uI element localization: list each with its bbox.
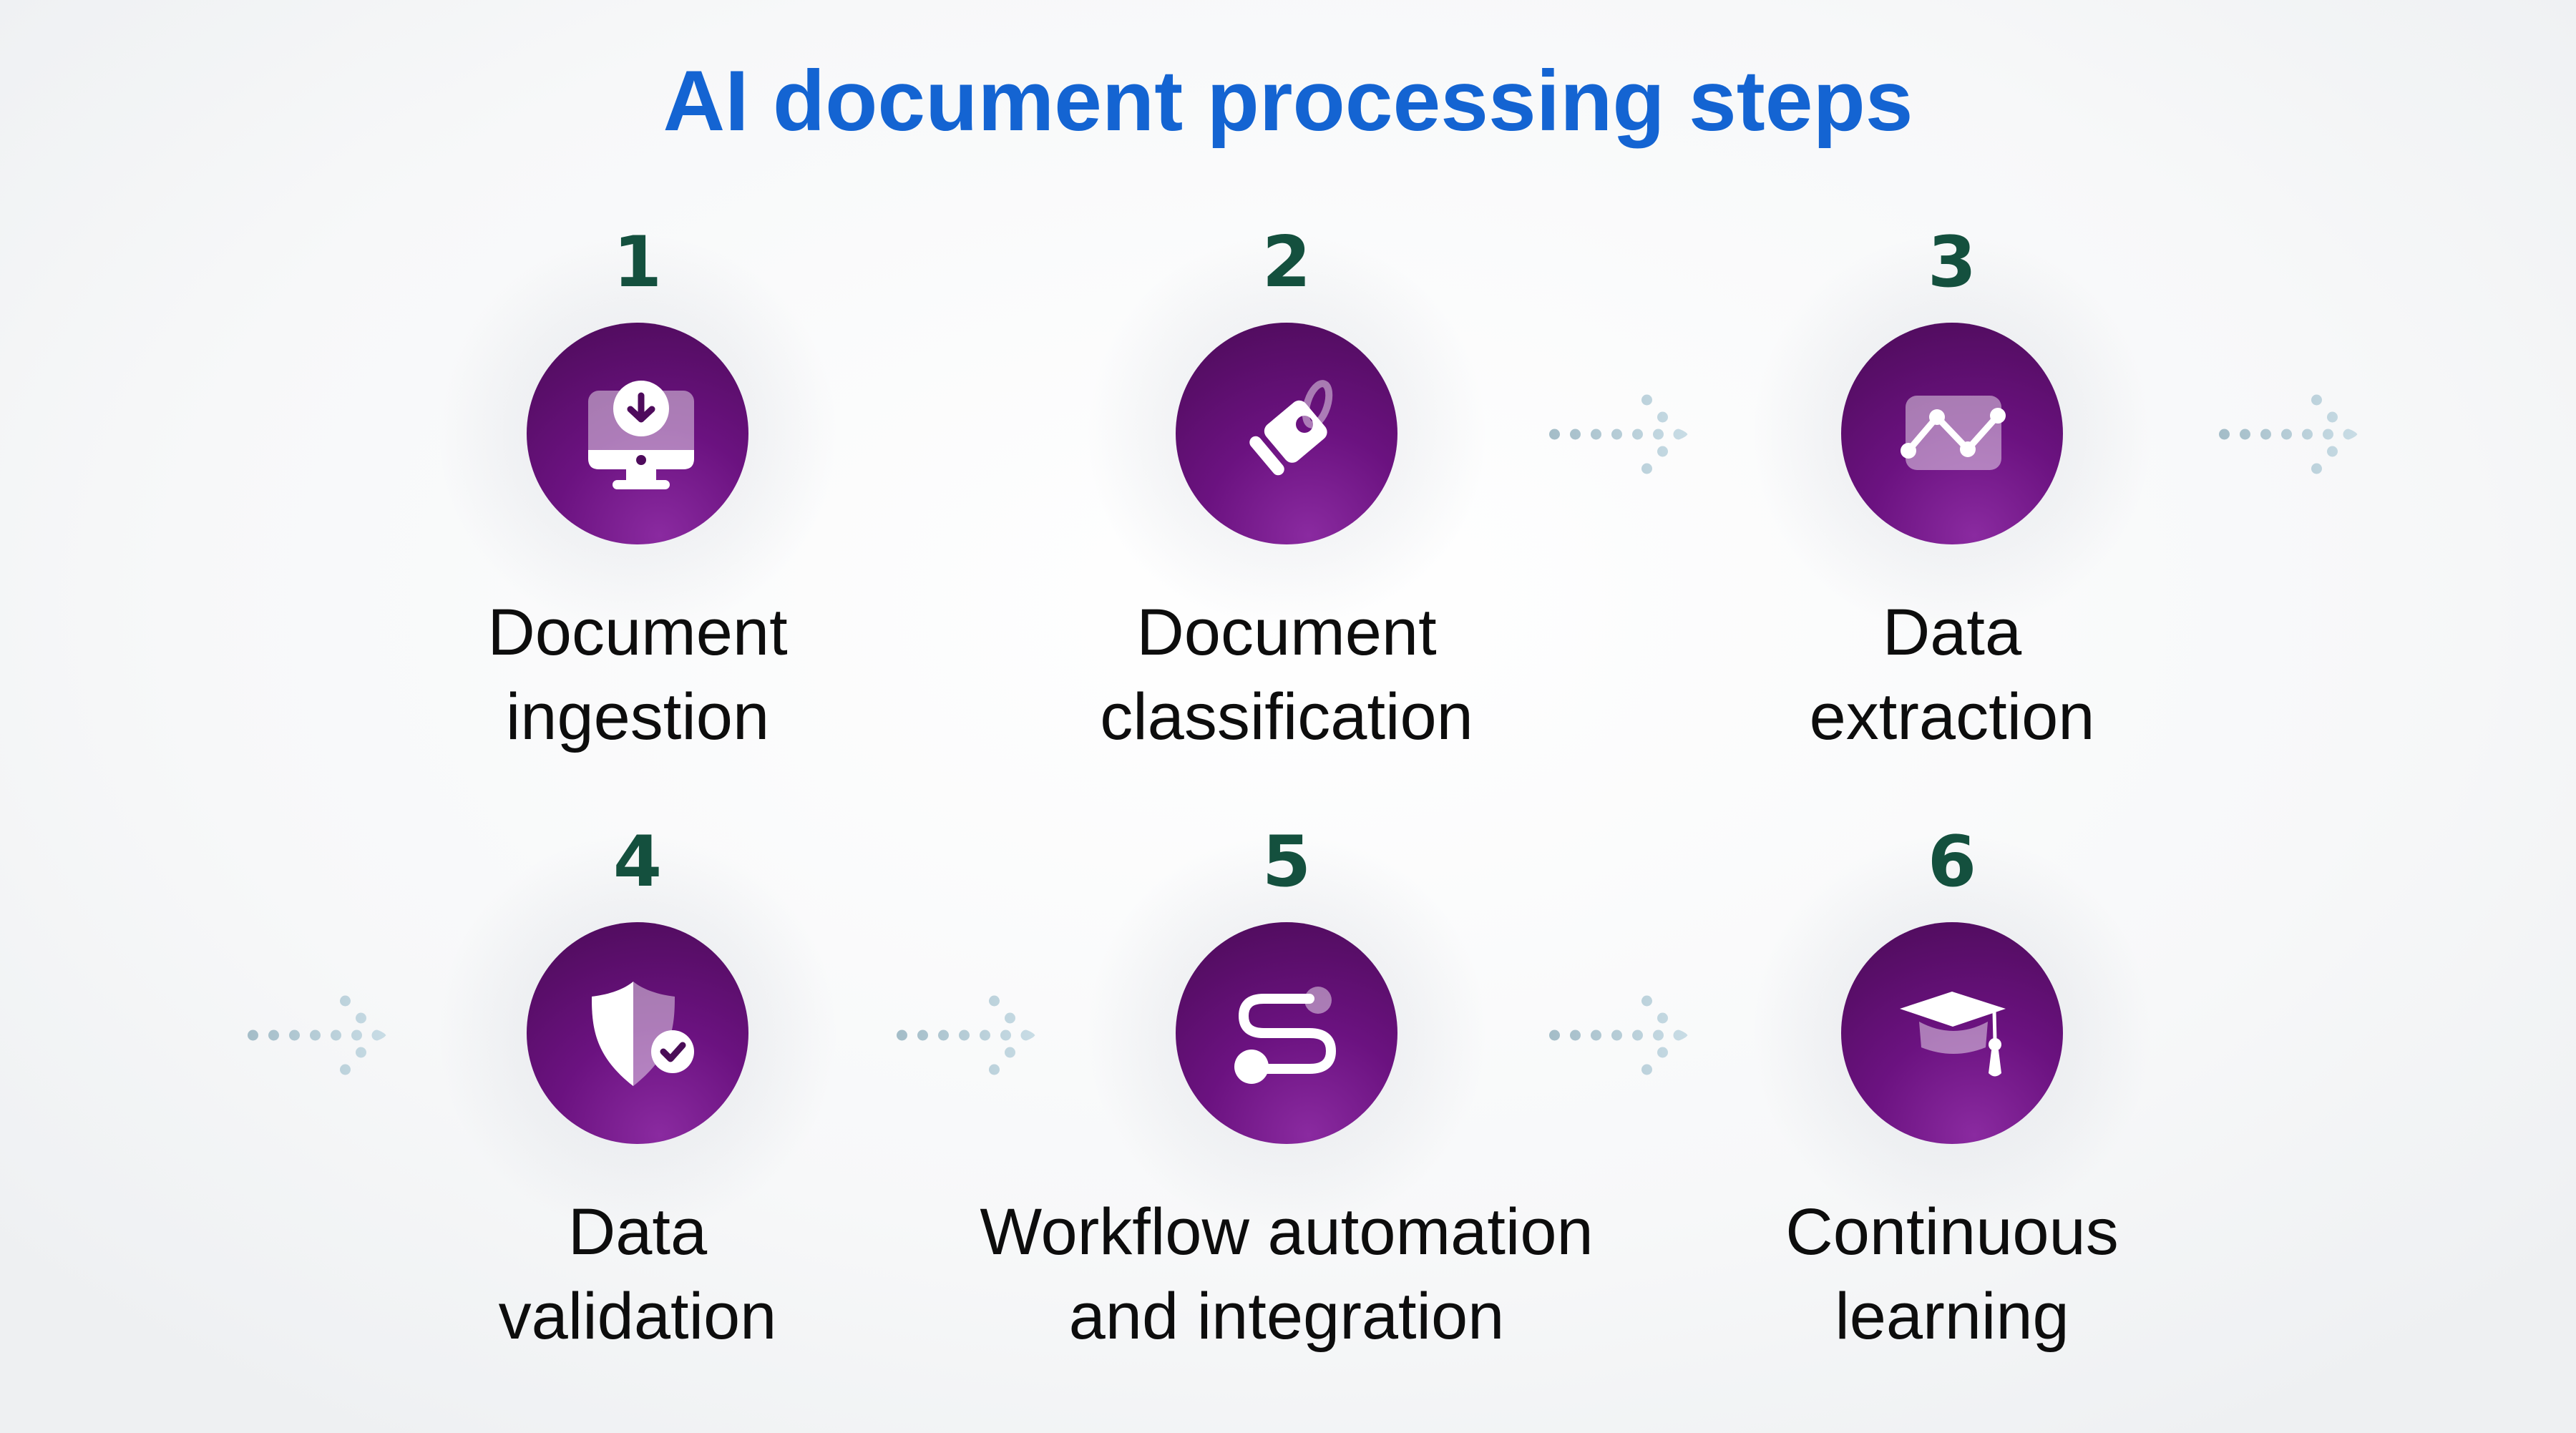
step-number: 3 bbox=[1927, 222, 1977, 303]
arrow-row1-exit bbox=[2219, 394, 2358, 474]
step-icon-circle bbox=[1841, 922, 2063, 1144]
step-icon-circle bbox=[1176, 922, 1397, 1144]
workflow-path-icon bbox=[1234, 987, 1337, 1084]
step-icon-circle bbox=[1176, 323, 1397, 544]
step-icon-circle bbox=[1841, 323, 2063, 544]
step-icon-circle bbox=[527, 922, 748, 1144]
step-label: Document classification bbox=[1100, 590, 1473, 759]
step-label: Workflow automation and integration bbox=[980, 1190, 1593, 1359]
price-tag-icon bbox=[1249, 380, 1333, 476]
arrow-4-to-5 bbox=[897, 995, 1035, 1075]
step-number: 5 bbox=[1262, 821, 1312, 903]
arrow-2-to-3 bbox=[1549, 394, 1688, 474]
step-label: Continuous learning bbox=[1785, 1190, 2118, 1359]
step-label: Data extraction bbox=[1810, 590, 2095, 759]
arrow-row2-entry bbox=[248, 995, 386, 1075]
step-number: 2 bbox=[1262, 222, 1312, 303]
step-label-line2: ingestion bbox=[505, 680, 770, 753]
graduation-cap-icon bbox=[1900, 992, 2006, 1077]
step-label-line2: and integration bbox=[1068, 1280, 1505, 1353]
step-label: Data validation bbox=[499, 1190, 777, 1359]
step-label-line1: Data bbox=[1882, 596, 2022, 669]
step-number: 6 bbox=[1927, 821, 1977, 903]
step-label-line1: Document bbox=[487, 596, 788, 669]
step-label-line1: Document bbox=[1136, 596, 1437, 669]
step-label: Document ingestion bbox=[487, 590, 787, 759]
step-number: 4 bbox=[613, 821, 663, 903]
step-label-line2: learning bbox=[1835, 1280, 2069, 1353]
shield-check-icon bbox=[592, 982, 694, 1086]
step-icon-circle bbox=[527, 323, 748, 544]
monitor-download-icon bbox=[588, 381, 694, 489]
page-title: AI document processing steps bbox=[663, 53, 1913, 149]
arrow-5-to-6 bbox=[1549, 995, 1688, 1075]
step-number: 1 bbox=[613, 222, 663, 303]
step-label-line2: validation bbox=[498, 1280, 777, 1353]
step-label-line2: extraction bbox=[1809, 680, 2095, 753]
step-label-line2: classification bbox=[1100, 680, 1473, 753]
step-label-line1: Data bbox=[567, 1195, 708, 1268]
step-label-line1: Workflow automation bbox=[980, 1195, 1594, 1268]
line-chart-icon bbox=[1901, 396, 2006, 470]
step-label-line1: Continuous bbox=[1785, 1195, 2119, 1268]
